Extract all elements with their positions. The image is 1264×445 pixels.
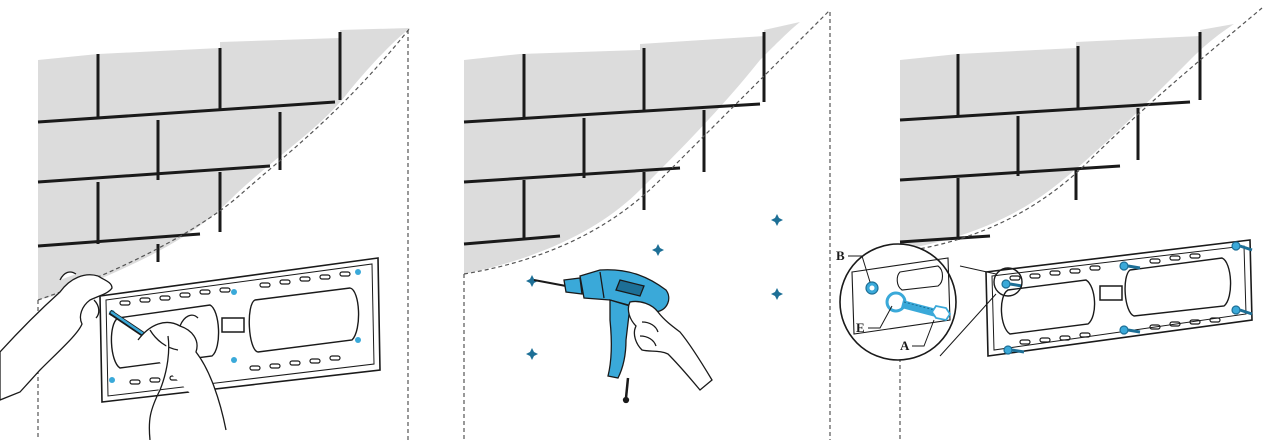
- panel-drill-holes: [463, 9, 831, 440]
- detail-magnifier: [839, 243, 957, 361]
- detail-source-circle: [993, 267, 1023, 297]
- panel-attach-bracket: B E A: [836, 7, 1263, 440]
- drill-marks: [526, 214, 783, 360]
- callout-e: E: [856, 320, 865, 335]
- hands-with-pencil: [0, 271, 227, 441]
- wall-bracket: [99, 257, 381, 403]
- lag-bolts: [1001, 241, 1253, 355]
- brick-wall: [38, 28, 410, 300]
- brick-wall: [900, 24, 1234, 250]
- hand-holding-drill: [627, 300, 713, 391]
- callout-b: B: [836, 248, 845, 263]
- brick-wall: [464, 22, 800, 274]
- wall-bracket: [985, 239, 1253, 357]
- panel-mark-holes: [0, 27, 411, 441]
- callout-a: A: [900, 338, 910, 353]
